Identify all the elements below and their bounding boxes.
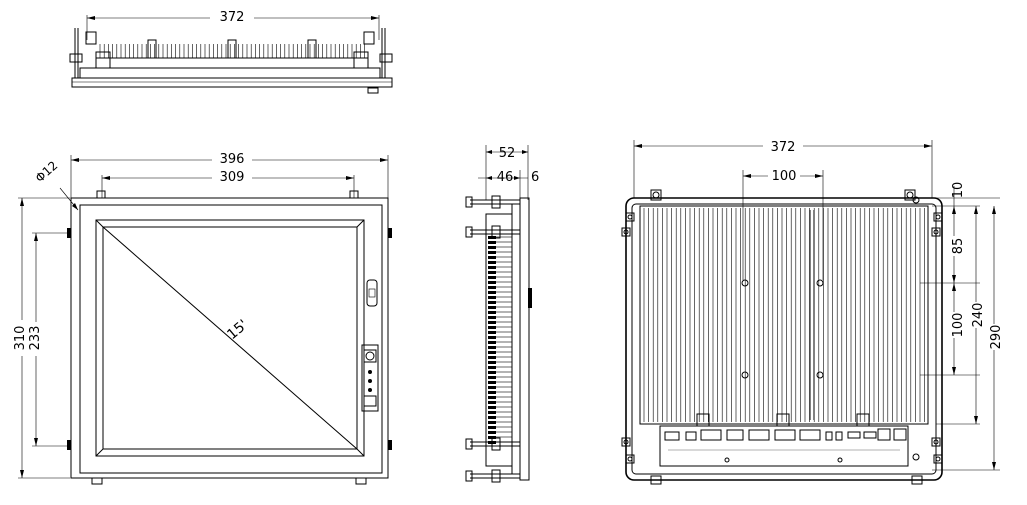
- screen-size-label: 15': [224, 317, 251, 343]
- top-heatsink-fins: [99, 44, 365, 58]
- side-heatsink-fins: [488, 236, 512, 444]
- front-height-outer-dim: 310: [13, 326, 28, 351]
- rear-height-b-dim: 290: [989, 325, 1004, 350]
- rear-height-a-dim: 240: [971, 303, 986, 328]
- front-width-outer-dim: 396: [220, 152, 245, 167]
- top-view: 372: [69, 9, 393, 94]
- rear-upper-gap-dim: 85: [951, 238, 966, 255]
- rear-view: 372 100: [621, 138, 1004, 485]
- rear-vesa-spacing-dim: 100: [772, 169, 797, 184]
- side-depth-bezel-dim: 6: [531, 170, 539, 185]
- front-height-holes-dim: 233: [28, 326, 43, 351]
- front-width-holes-dim: 309: [220, 170, 245, 185]
- side-depth-total-dim: 52: [499, 146, 516, 161]
- rear-heatsink-fins: [643, 208, 925, 422]
- io-ports: [664, 428, 907, 463]
- top-width-dim: 372: [220, 10, 245, 25]
- hole-diameter-label: Φ12: [33, 158, 61, 185]
- rear-width-dim: 372: [771, 140, 796, 155]
- side-view: 52 46 6: [465, 145, 539, 483]
- front-view: 396 309 Φ12 310 233: [12, 151, 392, 485]
- side-depth-body-dim: 46: [497, 170, 514, 185]
- rear-top-offset-dim: 10: [951, 182, 966, 199]
- rear-vesa-v-dim: 100: [951, 313, 966, 338]
